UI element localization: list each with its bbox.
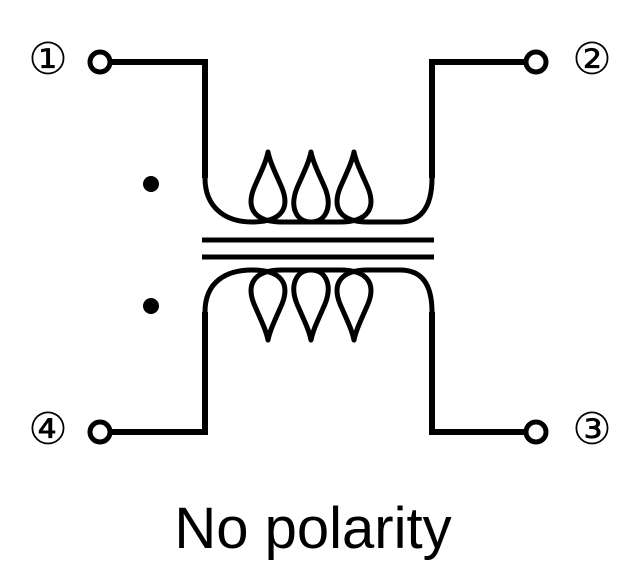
- pin-label-2: ②: [572, 34, 611, 85]
- bottom-coil-loop-middle: [291, 267, 331, 343]
- polarity-dot-top: [143, 176, 159, 192]
- bottom-coil: [202, 267, 435, 343]
- terminal-3: [523, 419, 549, 445]
- pin-label-4: ④: [28, 404, 67, 455]
- top-right-lead: [429, 59, 524, 178]
- polarity-dot-bottom: [143, 298, 159, 314]
- top-coil: [202, 149, 435, 225]
- top-left-lead: [112, 59, 208, 178]
- pin-label-3: ③: [572, 404, 611, 455]
- terminal-4: [87, 419, 113, 445]
- bottom-right-lead: [429, 312, 524, 435]
- terminal-1: [87, 49, 113, 75]
- bottom-left-lead: [112, 312, 208, 435]
- terminal-2: [523, 49, 549, 75]
- top-coil-loop-middle: [291, 149, 331, 225]
- caption: No polarity: [174, 496, 451, 561]
- pin-label-1: ①: [28, 34, 67, 85]
